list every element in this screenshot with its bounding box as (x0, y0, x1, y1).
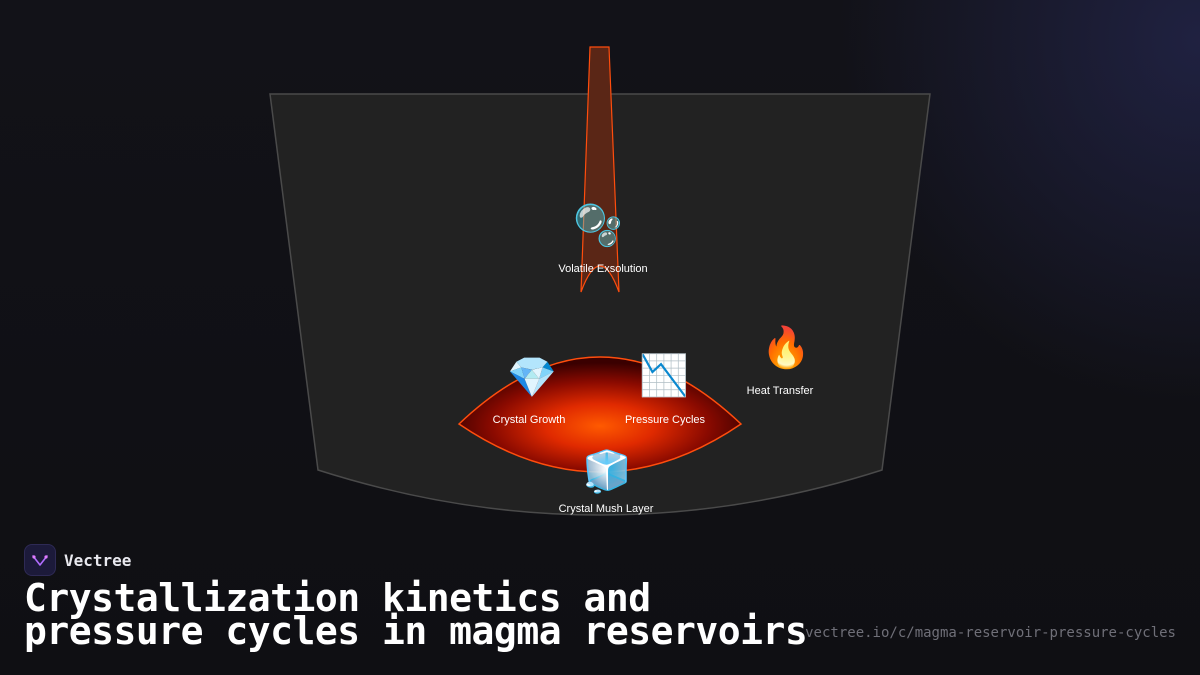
pressure-cycles-label: Pressure Cycles (624, 414, 706, 426)
source-url[interactable]: vectree.io/c/magma-reservoir-pressure-cy… (805, 625, 1176, 641)
heat-transfer-label: Heat Transfer (746, 385, 814, 397)
volatile-exsolution-label: Volatile Exsolution (558, 263, 648, 275)
brand-name: Vectree (64, 550, 132, 570)
magma-conduit (580, 46, 620, 293)
page-title: Crystallization kinetics and pressure cy… (24, 576, 808, 653)
magma-body (457, 356, 743, 473)
crystal-growth-label: Crystal Growth (492, 414, 566, 426)
reservoir-chamber (269, 93, 931, 516)
bubbles-icon: 🫧 (573, 203, 623, 249)
fire-icon: 🔥 (761, 325, 811, 371)
brand: Vectree (24, 544, 131, 576)
ice-cube-icon: 🧊 (582, 449, 632, 495)
vectree-logo-icon (24, 544, 56, 576)
gem-icon: 💎 (507, 355, 557, 401)
chart-decreasing-icon: 📉 (639, 353, 689, 399)
crystal-mush-layer-label: Crystal Mush Layer (558, 503, 654, 515)
